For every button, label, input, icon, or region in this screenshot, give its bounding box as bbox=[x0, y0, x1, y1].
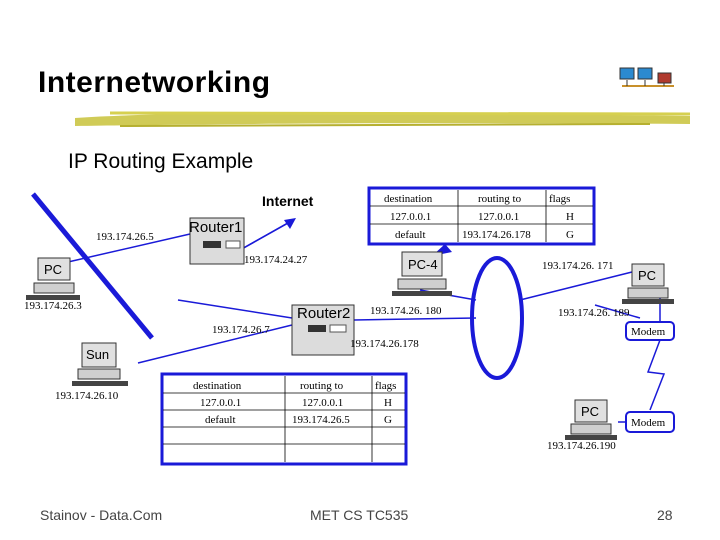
modem-top: Modem bbox=[625, 321, 675, 341]
table-bottom-cell: 127.0.0.1 bbox=[302, 397, 343, 409]
pc-right: PC bbox=[622, 263, 674, 304]
network-backbone bbox=[31, 192, 154, 340]
table-top-cell: 193.174.26.178 bbox=[462, 229, 531, 241]
svg-text:Modem: Modem bbox=[631, 326, 666, 338]
table-bottom-header-destination: destination bbox=[193, 380, 242, 392]
footer-course: MET CS TC535 bbox=[310, 507, 409, 523]
table-bottom-cell: 193.174.26.5 bbox=[292, 414, 350, 426]
ip-router2-bottom: 193.174.26.178 bbox=[350, 338, 419, 350]
ip-pc-bottom: 193.174.26.190 bbox=[547, 440, 616, 452]
ip-sun: 193.174.26.10 bbox=[55, 390, 119, 402]
router2-label: Router2 bbox=[297, 305, 350, 322]
pc-left: PC bbox=[26, 257, 80, 300]
routing-table-top: destination routing to flags 127.0.0.1 1… bbox=[367, 186, 596, 246]
router1-label: Router1 bbox=[189, 219, 242, 236]
pc-right-label: PC bbox=[638, 268, 656, 283]
ip-router1-left: 193.174.26.5 bbox=[96, 231, 154, 243]
ip-pc-right-bottom: 193.174.26. 189 bbox=[558, 307, 630, 319]
table-top-cell: 127.0.0.1 bbox=[390, 211, 431, 223]
table-top-cell: default bbox=[395, 229, 426, 241]
ring-network bbox=[470, 256, 524, 380]
table-bottom-header-flags: flags bbox=[375, 380, 396, 392]
slide-title: Internetworking bbox=[38, 66, 271, 99]
table-top-header-routing: routing to bbox=[478, 193, 522, 205]
table-top-cell: H bbox=[566, 211, 574, 223]
internet-label: Internet bbox=[262, 193, 314, 209]
ip-pc-left: 193.174.26.3 bbox=[24, 300, 82, 312]
pc4-label: PC-4 bbox=[408, 257, 438, 272]
table-bottom-cell: default bbox=[205, 414, 236, 426]
ip-router1-bottom: 193.174.24.27 bbox=[244, 254, 308, 266]
ip-router2-left: 193.174.26.7 bbox=[212, 324, 270, 336]
pc-bottom: PC bbox=[565, 399, 617, 440]
pc4: PC-4 bbox=[392, 251, 452, 296]
page-number: 28 bbox=[657, 507, 673, 523]
network-logo-icon bbox=[619, 67, 674, 87]
table-bottom-cell: G bbox=[384, 414, 392, 426]
router2: Router2 bbox=[291, 304, 355, 356]
ip-pc-right-top: 193.174.26. 171 bbox=[542, 260, 614, 272]
ip-router2-right: 193.174.26. 180 bbox=[370, 305, 442, 317]
modem-bottom: Modem bbox=[625, 411, 675, 433]
routing-table-bottom: destination routing to flags 127.0.0.1 1… bbox=[160, 372, 408, 466]
table-top-cell: 127.0.0.1 bbox=[478, 211, 519, 223]
table-top-header-destination: destination bbox=[384, 193, 433, 205]
pc-left-label: PC bbox=[44, 262, 62, 277]
sun-label: Sun bbox=[86, 347, 109, 362]
table-bottom-header-routing: routing to bbox=[300, 380, 344, 392]
slide-subtitle: IP Routing Example bbox=[68, 150, 254, 173]
sun-workstation: Sun bbox=[72, 342, 128, 386]
svg-text:Modem: Modem bbox=[631, 417, 666, 429]
table-bottom-cell: 127.0.0.1 bbox=[200, 397, 241, 409]
table-top-cell: G bbox=[566, 229, 574, 241]
footer-author: Stainov - Data.Com bbox=[40, 507, 163, 523]
title-underline bbox=[75, 111, 691, 127]
table-top-header-flags: flags bbox=[549, 193, 570, 205]
pc-bottom-label: PC bbox=[581, 404, 599, 419]
internet-arrow-icon bbox=[239, 218, 296, 251]
table-bottom-cell: H bbox=[384, 397, 392, 409]
router1: Router1 bbox=[189, 217, 245, 265]
